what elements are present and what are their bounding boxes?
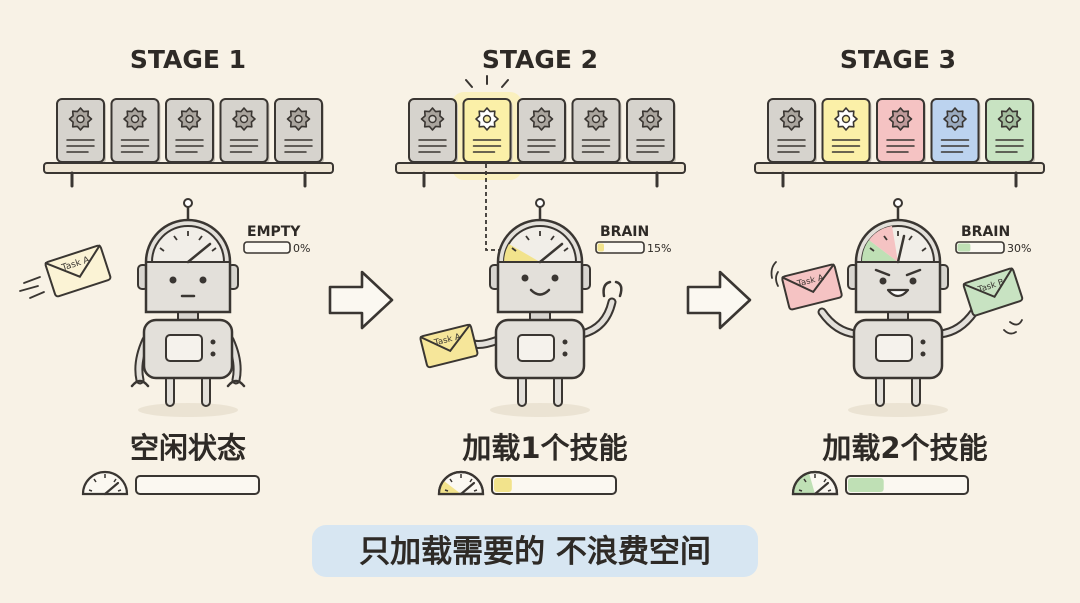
stage-3-motion-lines-right bbox=[1003, 319, 1023, 335]
skill-card-gray bbox=[219, 98, 270, 164]
stage-2-envelope-task-a: Task A bbox=[419, 323, 479, 369]
stage-2-gauge-icon bbox=[437, 470, 485, 496]
stage-1-gauge-icon bbox=[81, 470, 129, 496]
stage-2-robot bbox=[469, 198, 623, 417]
stage-2: STAGE 2 BRAIN 15% bbox=[395, 45, 686, 496]
stage-1-envelope-task-a: Task A bbox=[44, 244, 112, 298]
stage-1-cards bbox=[56, 98, 324, 164]
stage-2-shelf bbox=[395, 98, 686, 188]
stage-1-status-percent: 0% bbox=[293, 242, 310, 255]
stage-1-motion-lines bbox=[19, 276, 45, 299]
stage-2-status-percent: 15% bbox=[647, 242, 671, 255]
skill-card-gray bbox=[165, 98, 215, 164]
skill-card-pink bbox=[876, 98, 926, 164]
skill-card-blue bbox=[930, 98, 981, 164]
stage-3-gauge-icon bbox=[791, 470, 839, 496]
skill-card-green bbox=[985, 98, 1035, 164]
stage-1-status-label: EMPTY bbox=[247, 224, 301, 240]
stage-2-cards bbox=[408, 98, 676, 164]
stage-3-status-label: BRAIN bbox=[961, 224, 1010, 240]
stage-2-sparkle-lines bbox=[465, 75, 509, 88]
stage-3-title: STAGE 3 bbox=[840, 45, 956, 74]
stage-2-title: STAGE 2 bbox=[482, 45, 598, 74]
arrow-right-icon bbox=[328, 270, 394, 330]
stage-2-status-bar bbox=[595, 241, 645, 254]
stage-1: STAGE 1 EMPTY 0% Task A bbox=[19, 45, 334, 496]
skill-card-gray bbox=[408, 98, 458, 164]
stage-3-envelope-task-a: Task A bbox=[781, 263, 843, 311]
stage-1-robot bbox=[130, 198, 246, 417]
stage-3-shelf bbox=[754, 98, 1045, 188]
stage-2-status-fill bbox=[597, 243, 604, 252]
stage-3-robot bbox=[817, 198, 979, 417]
stage-2-caption-fill bbox=[494, 478, 512, 492]
stage-1-caption: 空闲状态 bbox=[130, 431, 246, 465]
skill-card-gray bbox=[110, 98, 161, 164]
stage-3-envelope-task-b: Task B bbox=[962, 267, 1024, 317]
stage-3-cards bbox=[767, 98, 1035, 164]
arrow-right-icon bbox=[686, 270, 752, 330]
skill-card-yellow bbox=[462, 98, 513, 164]
stage-1-title: STAGE 1 bbox=[130, 45, 246, 74]
skill-card-yellow bbox=[821, 98, 872, 164]
stage-2-status-label: BRAIN bbox=[600, 224, 649, 240]
skill-card-gray bbox=[274, 98, 324, 164]
stage-1-status-bar bbox=[243, 241, 291, 254]
stage-3-status-percent: 30% bbox=[1007, 242, 1031, 255]
stage-3-caption-fill bbox=[848, 478, 884, 492]
stage-1-shelf bbox=[43, 98, 334, 188]
stage-2-caption: 加载1个技能 bbox=[462, 431, 627, 465]
stage-3-status-fill bbox=[957, 243, 971, 252]
skill-card-gray bbox=[571, 98, 622, 164]
footer-banner-text: 只加载需要的 不浪费空间 bbox=[359, 534, 711, 570]
stage-3-motion-lines-left bbox=[770, 261, 779, 287]
stage-3: STAGE 3 BRAIN 30% bbox=[754, 45, 1045, 496]
skill-card-gray bbox=[517, 98, 567, 164]
stage-1-caption-bar bbox=[135, 475, 260, 495]
footer-banner: 只加载需要的 不浪费空间 bbox=[312, 525, 758, 577]
stage-2-caption-bar bbox=[491, 475, 617, 495]
skill-card-gray bbox=[767, 98, 817, 164]
skill-card-gray bbox=[56, 98, 106, 164]
skill-card-gray bbox=[626, 98, 676, 164]
stage-3-caption: 加载2个技能 bbox=[822, 431, 987, 465]
